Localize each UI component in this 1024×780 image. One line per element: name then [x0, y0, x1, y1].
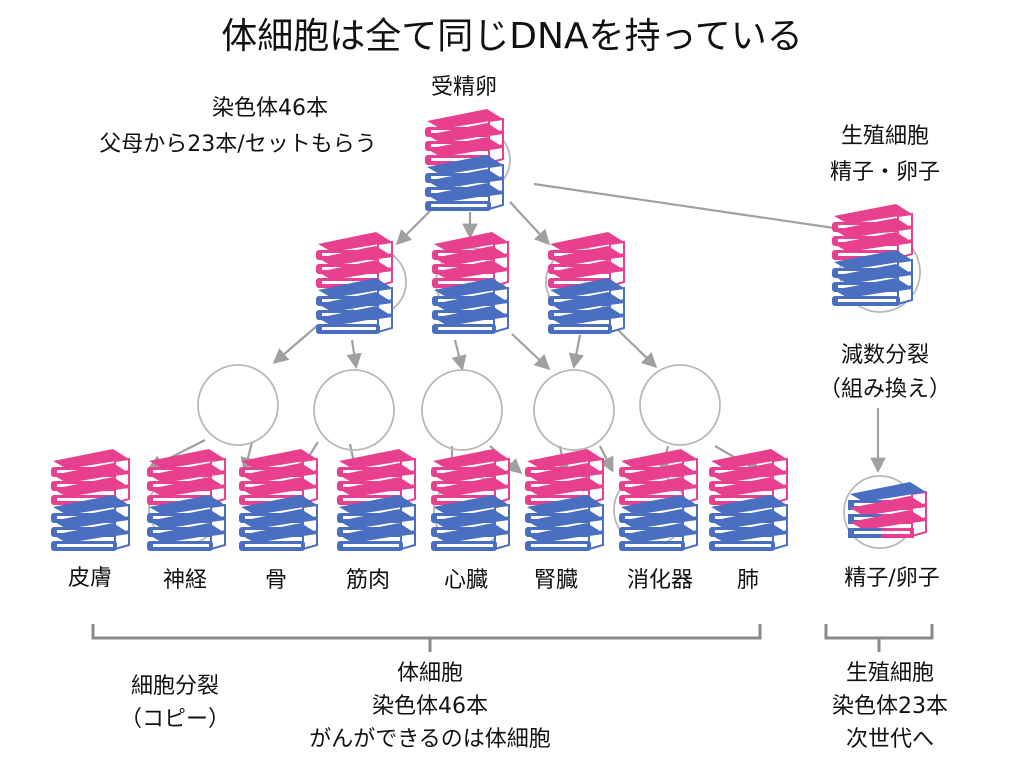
paternal-book: [337, 523, 416, 551]
tissue-label-digestive: 消化器: [626, 568, 693, 593]
tissue-stack-skin: [51, 449, 130, 551]
germ-cell-stack: [832, 204, 913, 306]
paternal-book: [619, 523, 698, 551]
gamete-label: 精子/卵子: [844, 566, 940, 591]
germ-bracket: [824, 624, 934, 640]
paternal-book: [548, 306, 625, 334]
tissue-label-kidney: 腎臓: [533, 568, 578, 593]
cell-stack-2: [432, 232, 509, 334]
copy-label: （コピー）: [119, 707, 230, 732]
recombination-label: （組み換え）: [818, 377, 951, 402]
division-arrows: [147, 182, 886, 476]
tissue-label-lung: 肺: [736, 568, 759, 593]
tissue-stack-nerve: [147, 449, 226, 551]
paternal-book: [832, 278, 913, 306]
germ-chromosome-label: 染色体23本: [832, 694, 948, 719]
arrow-to-circle: [568, 334, 584, 370]
cell-circle: [421, 369, 503, 451]
germ-cell-label: 生殖細胞: [840, 124, 929, 149]
tissue-label-muscle: 筋肉: [345, 568, 390, 593]
tissue-stack-bone: [239, 449, 318, 551]
tissue-stack-heart: [431, 449, 510, 551]
cell-division-label: 細胞分裂: [130, 674, 219, 699]
cell-stack-1: [316, 232, 393, 334]
next-generation-label: 次世代へ: [845, 727, 934, 752]
grouping-brackets: [91, 624, 934, 652]
tissue-label-nerve: 神経: [162, 568, 207, 593]
sperm-egg-label: 精子・卵子: [829, 160, 940, 185]
gamete-stack: [848, 482, 927, 538]
cell-circle: [533, 369, 615, 451]
paternal-book: [147, 523, 226, 551]
tissue-stack-lung: [709, 449, 788, 551]
tissue-stack-digestive: [619, 449, 698, 551]
paternal-book: [239, 523, 318, 551]
inheritance-note: 父母から23本/セットもらう: [99, 132, 377, 157]
tissue-stack-kidney: [525, 449, 604, 551]
arrow-to-circle: [272, 324, 319, 365]
paternal-book: [709, 523, 788, 551]
cell-stack-3: [548, 232, 625, 334]
paternal-book: [525, 523, 604, 551]
chromosome-count-note: 染色体46本: [212, 96, 328, 121]
arrow-to-circle: [617, 329, 658, 369]
tissue-label-skin: 皮膚: [67, 566, 112, 591]
paternal-book: [432, 306, 509, 334]
tissue-stack-muscle: [337, 449, 416, 551]
recombined-book: [848, 510, 927, 538]
cancer-note: がんができるのは体細胞: [309, 727, 551, 752]
chromosome-book-stacks: [51, 109, 927, 551]
arrow-zygote-to-cell3: [509, 201, 551, 246]
paternal-book: [431, 523, 510, 551]
arrow-to-tissue: [240, 441, 256, 473]
somatic-cell-label: 体細胞: [396, 661, 463, 686]
page-title: 体細胞は全て同じDNAを持っている: [221, 16, 803, 57]
cell-circle: [313, 369, 395, 451]
cell-circle: [639, 364, 721, 446]
paternal-book: [51, 523, 130, 551]
meiosis-label: 減数分裂: [840, 343, 929, 368]
arrow-to-tissue: [599, 445, 614, 473]
somatic-chromosome-label: 染色体46本: [372, 694, 488, 719]
arrow-to-circle: [451, 339, 467, 371]
arrow-to-circle: [511, 333, 551, 371]
germ-line: [533, 182, 835, 230]
germ-summary-label: 生殖細胞: [845, 661, 934, 686]
tissue-label-bone: 骨: [264, 568, 287, 593]
somatic-bracket: [91, 624, 762, 640]
paternal-book: [316, 306, 393, 334]
zygote-stack: [425, 109, 504, 211]
paternal-book: [425, 183, 504, 211]
zygote-label: 受精卵: [430, 75, 497, 100]
tissue-label-heart: 心臓: [443, 568, 488, 593]
cell-circle: [197, 364, 279, 446]
arrow-to-circle: [346, 339, 362, 370]
arrow-zygote-to-cell1: [395, 204, 437, 246]
